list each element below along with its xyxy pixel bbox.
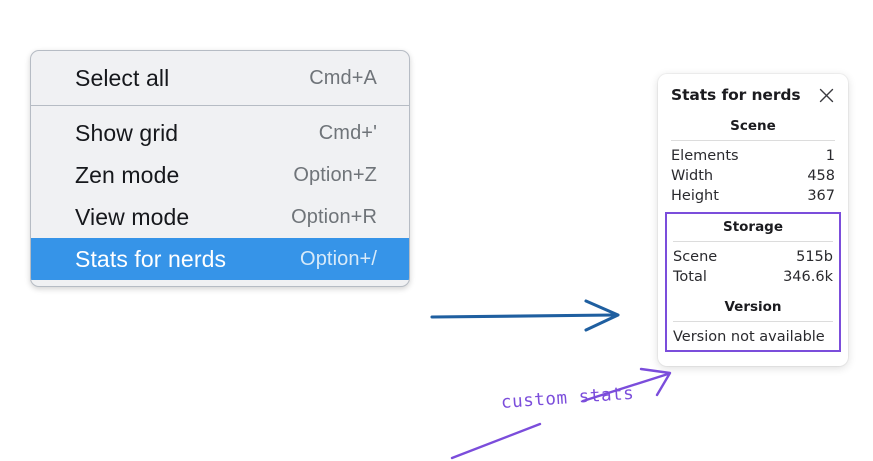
- close-icon[interactable]: [818, 87, 835, 104]
- stat-value: 367: [807, 188, 835, 204]
- scene-section-heading: Scene: [730, 118, 776, 134]
- menu-item-select-all[interactable]: Select all Cmd+A: [31, 57, 409, 99]
- stat-key: Height: [671, 188, 719, 204]
- stat-row: Height 367: [671, 186, 835, 206]
- stat-key: Elements: [671, 148, 739, 164]
- stat-value: 1: [825, 148, 835, 164]
- storage-section-heading: Storage: [722, 219, 784, 235]
- stat-key: Total: [673, 269, 707, 285]
- version-divider: [673, 321, 833, 322]
- menu-item-show-grid[interactable]: Show grid Cmd+': [31, 112, 409, 154]
- stat-value: 346.6k: [783, 269, 833, 285]
- canvas-context-menu[interactable]: Select all Cmd+A Show grid Cmd+' Zen mod…: [30, 50, 410, 287]
- stat-row: Elements 1: [671, 146, 835, 166]
- menu-item-shortcut: Option+Z: [293, 163, 377, 186]
- menu-item-stats-for-nerds[interactable]: Stats for nerds Option+/: [31, 238, 409, 280]
- stat-row: Width 458: [671, 166, 835, 186]
- stat-key: Scene: [673, 249, 718, 265]
- menu-item-shortcut: Option+R: [291, 205, 377, 228]
- menu-item-view-mode[interactable]: View mode Option+R: [31, 196, 409, 238]
- arrow-right-icon: [430, 299, 620, 332]
- stats-panel-header: Stats for nerds: [671, 86, 835, 104]
- storage-divider: [673, 241, 833, 242]
- stat-row: Total 346.6k: [673, 267, 833, 287]
- stat-value: 515b: [796, 249, 833, 265]
- stats-for-nerds-panel: Stats for nerds Scene Elements 1 Width 4…: [658, 74, 848, 366]
- menu-group-secondary: Show grid Cmd+' Zen mode Option+Z View m…: [31, 106, 409, 286]
- version-note: Version not available: [673, 329, 825, 345]
- menu-item-label: Show grid: [75, 119, 179, 146]
- stat-key: Width: [671, 168, 714, 184]
- stats-panel-title: Stats for nerds: [671, 86, 801, 104]
- menu-item-shortcut: Cmd+': [318, 121, 377, 144]
- menu-item-shortcut: Option+/: [300, 247, 377, 270]
- menu-item-label: Zen mode: [75, 161, 180, 188]
- custom-stats-highlight-box: Storage Scene 515b Total 346.6k Version …: [665, 212, 841, 352]
- custom-stats-annotation-label: custom stats: [500, 383, 636, 413]
- menu-item-label: Stats for nerds: [75, 245, 227, 272]
- annotation-tail-line: [450, 422, 542, 460]
- scene-divider: [671, 140, 835, 141]
- menu-group-primary: Select all Cmd+A: [31, 51, 409, 106]
- menu-item-label: View mode: [75, 203, 190, 230]
- menu-item-label: Select all: [75, 64, 170, 91]
- stat-row: Scene 515b: [673, 247, 833, 267]
- menu-item-shortcut: Cmd+A: [309, 66, 377, 89]
- stat-value: 458: [807, 168, 835, 184]
- version-section-heading: Version: [724, 299, 782, 315]
- menu-item-zen-mode[interactable]: Zen mode Option+Z: [31, 154, 409, 196]
